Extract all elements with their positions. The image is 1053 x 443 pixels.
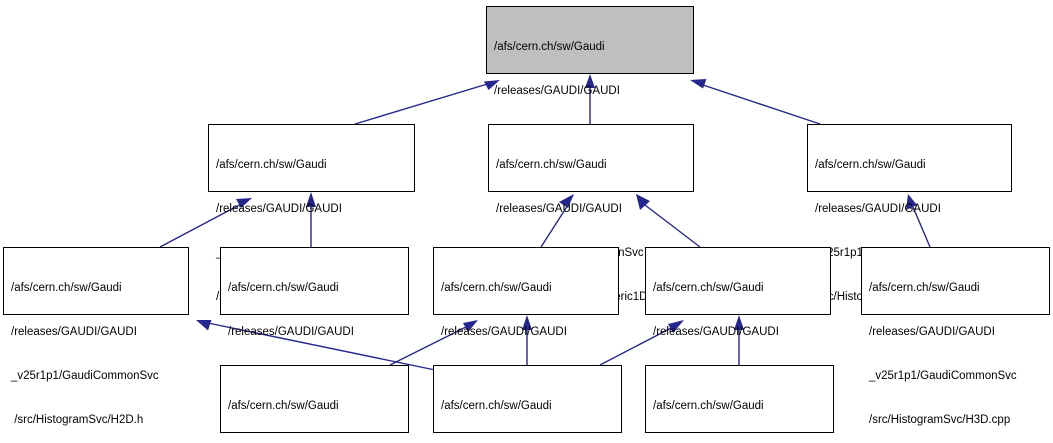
node-line: _v25r1p1/GaudiCommonSvc bbox=[869, 369, 1017, 382]
node-line: /afs/cern.ch/sw/Gaudi bbox=[216, 159, 327, 172]
node-line: /afs/cern.ch/sw/Gaudi bbox=[653, 400, 764, 413]
node-line: /afs/cern.ch/sw/Gaudi bbox=[869, 282, 980, 295]
node-line: /afs/cern.ch/sw/Gaudi bbox=[11, 282, 122, 295]
node-h1d-h[interactable]: /afs/cern.ch/sw/Gaudi /releases/GAUDI/GA… bbox=[645, 247, 831, 426]
node-line: /afs/cern.ch/sw/Gaudi bbox=[653, 282, 764, 295]
node-line: /afs/cern.ch/sw/Gaudi bbox=[228, 282, 339, 295]
edge-generic3d-to-annotation bbox=[690, 79, 821, 125]
node-line: /afs/cern.ch/sw/Gaudi bbox=[441, 400, 552, 413]
node-p1d-cpp[interactable]: /afs/cern.ch/sw/Gaudi /releases/GAUDI/GA… bbox=[220, 365, 409, 433]
node-generic2d-h[interactable]: /afs/cern.ch/sw/Gaudi /releases/GAUDI/GA… bbox=[208, 124, 415, 303]
node-line: /src/HistogramSvc/H2D.h bbox=[11, 413, 144, 426]
node-line: /afs/cern.ch/sw/Gaudi bbox=[494, 41, 605, 54]
node-h2d-h[interactable]: /afs/cern.ch/sw/Gaudi /releases/GAUDI/GA… bbox=[3, 247, 189, 426]
node-line: /releases/GAUDI/GAUDI bbox=[228, 325, 354, 338]
node-generic1d-h[interactable]: /afs/cern.ch/sw/Gaudi /releases/GAUDI/GA… bbox=[488, 124, 694, 303]
node-h2d-cpp[interactable]: /afs/cern.ch/sw/Gaudi /releases/GAUDI/GA… bbox=[433, 365, 622, 433]
node-line: /afs/cern.ch/sw/Gaudi bbox=[228, 400, 339, 413]
node-line: /afs/cern.ch/sw/Gaudi bbox=[496, 159, 607, 172]
node-line: /releases/GAUDI/GAUDI bbox=[216, 202, 342, 215]
node-line: /releases/GAUDI/GAUDI bbox=[815, 202, 941, 215]
node-line: _v25r1p1/GaudiCommonSvc bbox=[11, 369, 159, 382]
node-line: /releases/GAUDI/GAUDI bbox=[653, 325, 779, 338]
edge-generic2d-to-annotation bbox=[354, 80, 500, 125]
node-line: /afs/cern.ch/sw/Gaudi bbox=[815, 159, 926, 172]
node-h1d-cpp[interactable]: /afs/cern.ch/sw/Gaudi /releases/GAUDI/GA… bbox=[645, 365, 834, 433]
node-line: /releases/GAUDI/GAUDI bbox=[441, 325, 567, 338]
node-line: /releases/GAUDI/GAUDI bbox=[869, 325, 995, 338]
node-line: /afs/cern.ch/sw/Gaudi bbox=[441, 282, 552, 295]
node-p2d-cpp[interactable]: /afs/cern.ch/sw/Gaudi /releases/GAUDI/GA… bbox=[220, 247, 409, 426]
node-line: /releases/GAUDI/GAUDI bbox=[496, 202, 622, 215]
node-generic3d-h[interactable]: /afs/cern.ch/sw/Gaudi /releases/GAUDI/GA… bbox=[807, 124, 1012, 303]
node-p1d-h[interactable]: /afs/cern.ch/sw/Gaudi /releases/GAUDI/GA… bbox=[433, 247, 619, 426]
node-annotation-h[interactable]: /afs/cern.ch/sw/Gaudi /releases/GAUDI/GA… bbox=[486, 6, 694, 185]
node-h3d-cpp[interactable]: /afs/cern.ch/sw/Gaudi /releases/GAUDI/GA… bbox=[861, 247, 1050, 426]
node-line: /releases/GAUDI/GAUDI bbox=[11, 325, 137, 338]
node-line: /releases/GAUDI/GAUDI bbox=[494, 84, 620, 97]
node-line: /src/HistogramSvc/H3D.cpp bbox=[869, 413, 1011, 426]
